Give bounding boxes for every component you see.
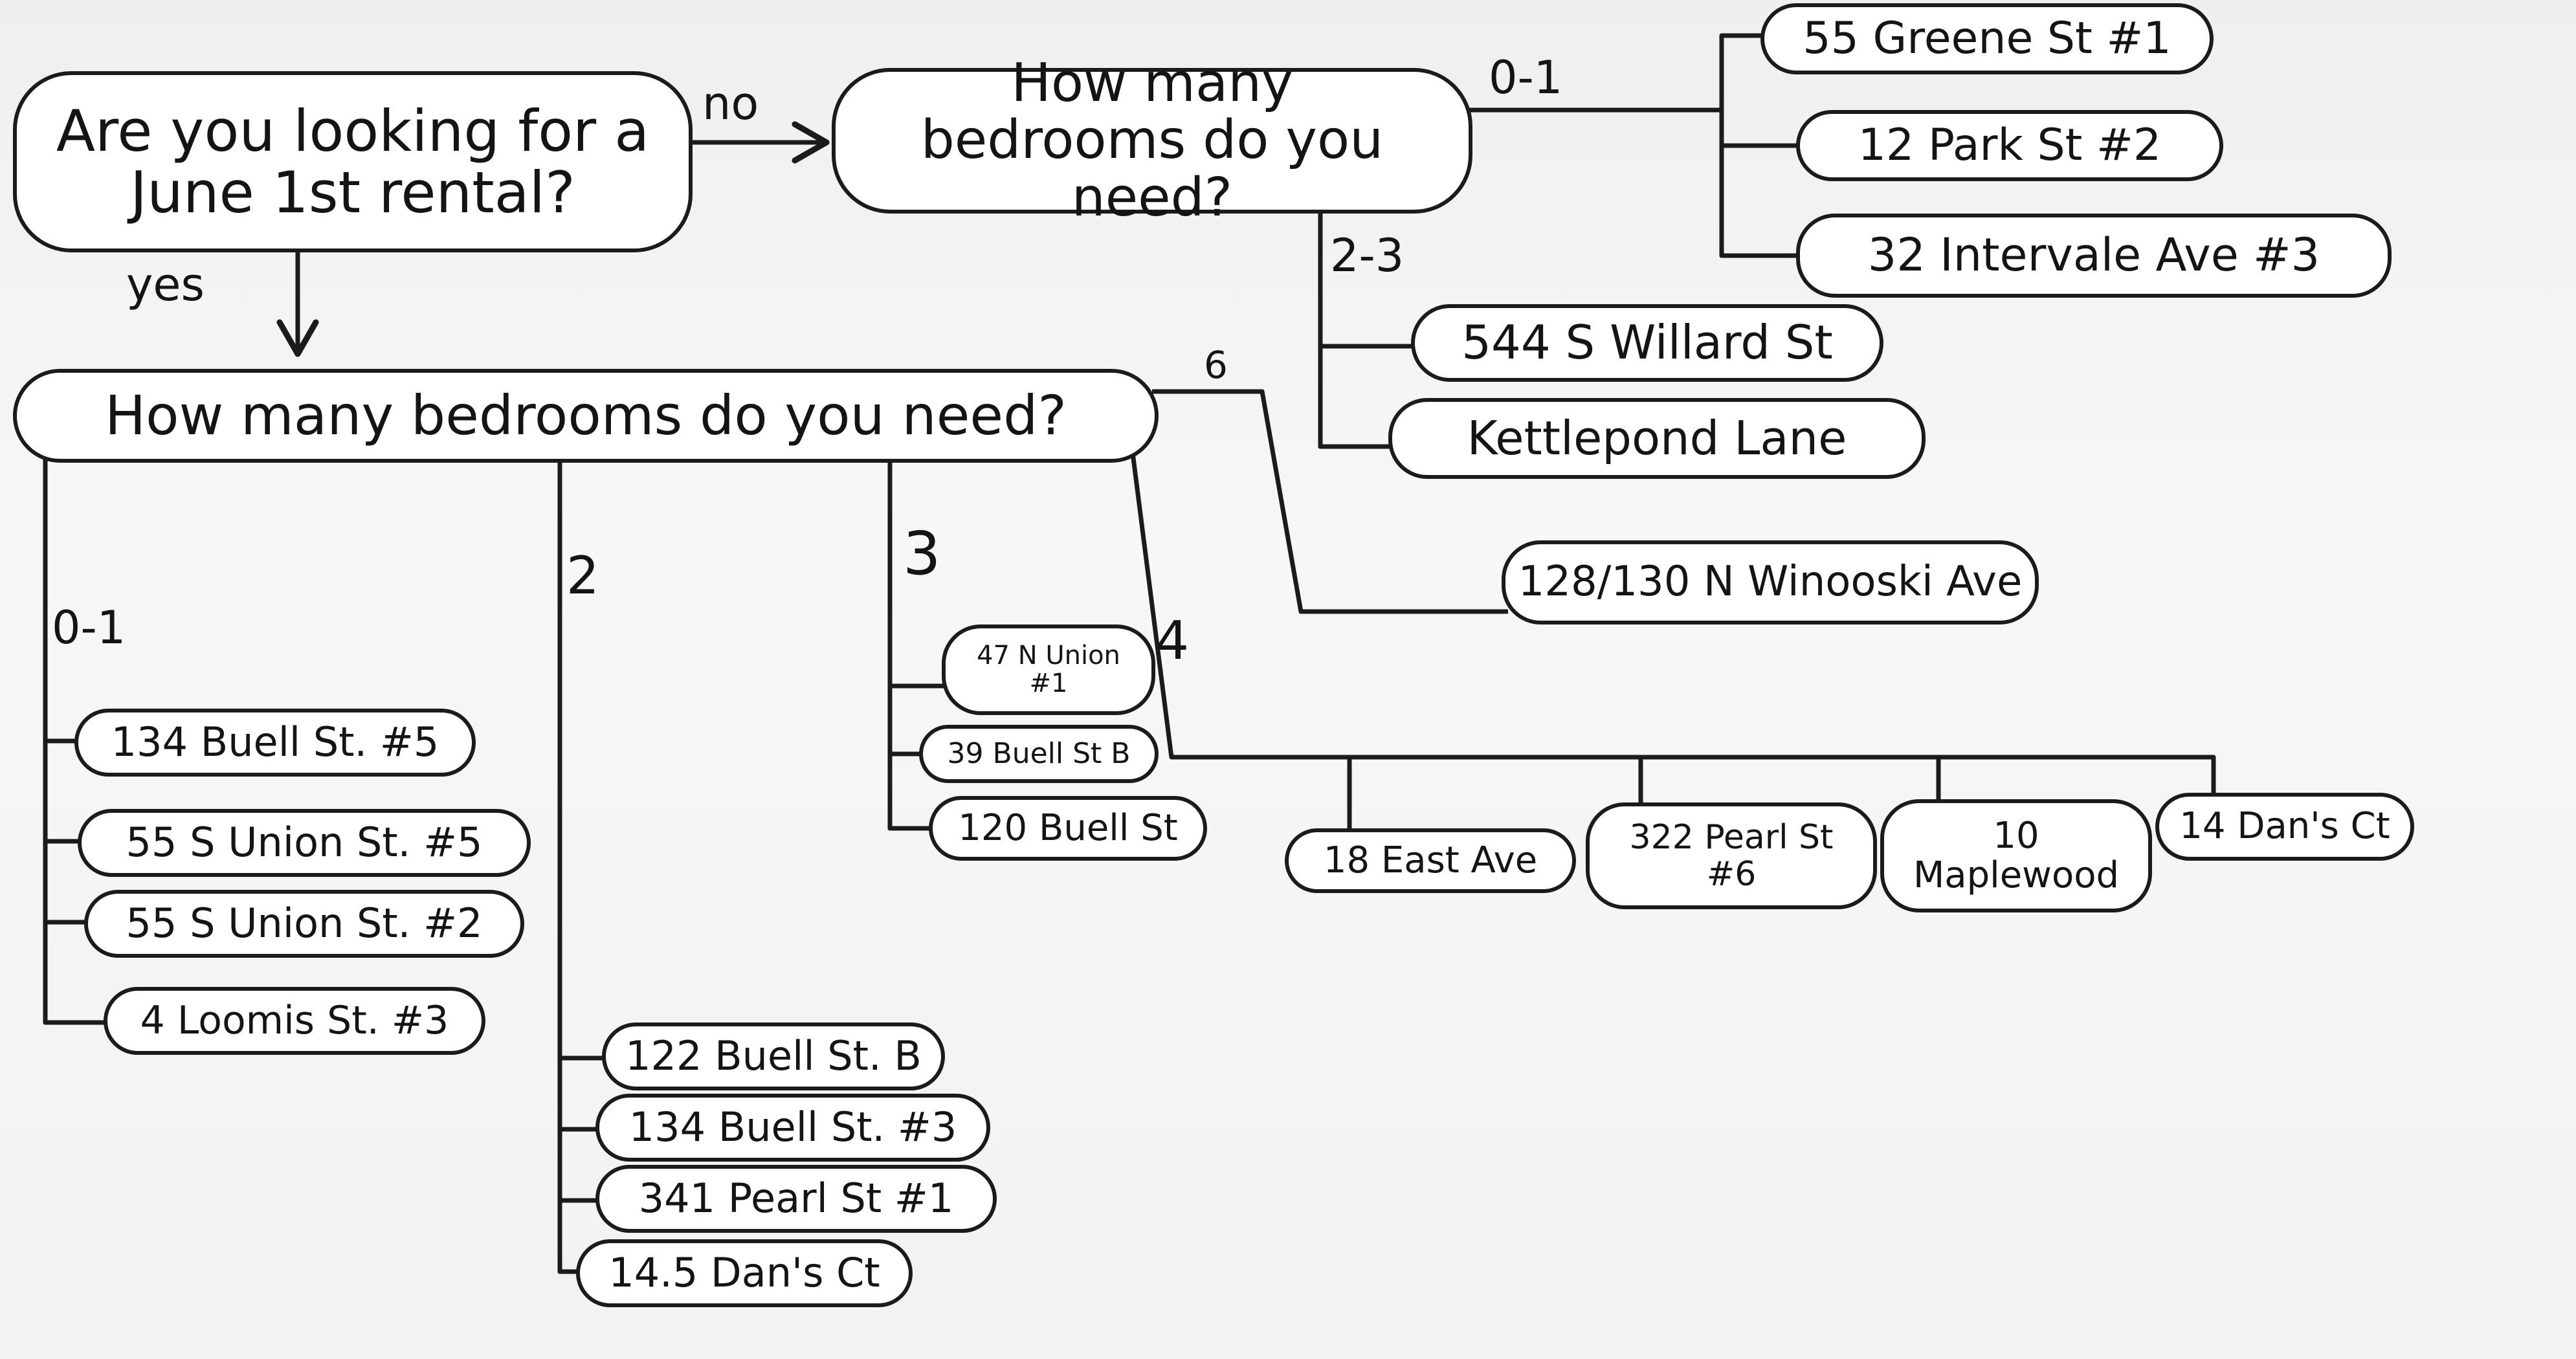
listing-kettlepond-lane-text: Kettlepond Lane [1467,410,1847,465]
listing-14-dans-ct: 14 Dan's Ct [2155,793,2414,861]
edge-label-no-23: 2-3 [1330,229,1405,282]
listing-341-pearl-st-1: 341 Pearl St #1 [595,1165,997,1233]
question-june-rental: Are you looking for a June 1st rental? [13,71,693,252]
question-june-rental-text: Are you looking for a June 1st rental? [56,97,650,226]
question-bedrooms-no-text: How many bedrooms do you need? [920,52,1384,228]
listing-122-buell-st-b-text: 122 Buell St. B [625,1032,922,1080]
edge-label-yes-4: 4 [1155,610,1190,672]
edge-label-yes: yes [126,258,205,311]
listing-120-buell-st: 120 Buell St [929,796,1207,861]
question-bedrooms-no: How many bedrooms do you need? [832,54,1472,226]
edge-label-yes-2: 2 [566,546,599,606]
edge-label-yes-6: 6 [1204,343,1228,387]
question-bedrooms-yes: How many bedrooms do you need? [13,369,1159,463]
listing-544-s-willard-st: 544 S Willard St [1411,304,1883,382]
listing-kettlepond-lane: Kettlepond Lane [1388,398,1926,479]
edge-yes-4-trunk [1130,452,2214,760]
listing-128-130-n-winooski-ave-text: 128/130 N Winooski Ave [1518,558,2023,606]
listing-47-n-union-1-text: 47 N Union #1 [977,640,1120,698]
listing-12-park-st: 12 Park St #2 [1796,110,2223,181]
edge-label-yes-01: 0-1 [52,601,126,654]
listing-55-s-union-st-2-text: 55 S Union St. #2 [126,900,483,947]
listing-14-dans-ct-text: 14 Dan's Ct [2179,805,2390,848]
listing-55-s-union-st-5: 55 S Union St. #5 [78,809,531,877]
listing-47-n-union-1: 47 N Union #1 [942,624,1155,715]
listing-134-buell-st-3-text: 134 Buell St. #3 [628,1103,957,1151]
listing-322-pearl-st-6-text: 322 Pearl St #6 [1629,818,1834,894]
listing-10-maplewood-text: 10 Maplewood [1913,815,2120,896]
listing-14-5-dans-ct: 14.5 Dan's Ct [576,1239,913,1307]
listing-544-s-willard-st-text: 544 S Willard St [1461,315,1833,370]
listing-55-s-union-st-2: 55 S Union St. #2 [84,890,524,958]
listing-18-east-ave: 18 East Ave [1285,828,1576,893]
listing-134-buell-st-5: 134 Buell St. #5 [74,709,476,777]
listing-55-s-union-st-5-text: 55 S Union St. #5 [126,819,483,867]
listing-32-intervale-ave-text: 32 Intervale Ave #3 [1867,228,2320,282]
edge-yes-6 [1152,389,1508,614]
edge-label-yes-3: 3 [903,519,941,588]
edge-label-no: no [702,77,759,130]
listing-134-buell-st-3: 134 Buell St. #3 [595,1094,990,1162]
listing-55-greene-st: 55 Greene St #1 [1760,3,2214,74]
listing-55-greene-st-text: 55 Greene St #1 [1803,13,2171,65]
listing-39-buell-st-b-text: 39 Buell St B [947,737,1131,771]
listing-18-east-ave-text: 18 East Ave [1323,839,1538,881]
listing-32-intervale-ave: 32 Intervale Ave #3 [1796,214,2392,298]
listing-120-buell-st-text: 120 Buell St [958,806,1178,849]
edge-label-no-01: 0-1 [1489,51,1563,104]
listing-12-park-st-text: 12 Park St #2 [1858,120,2162,171]
listing-39-buell-st-b: 39 Buell St B [919,725,1159,783]
listing-14-5-dans-ct-text: 14.5 Dan's Ct [608,1249,880,1297]
listing-128-130-n-winooski-ave: 128/130 N Winooski Ave [1502,540,2039,624]
listing-4-loomis-st-3-text: 4 Loomis St. #3 [140,998,449,1044]
listing-10-maplewood: 10 Maplewood [1880,799,2152,912]
listing-341-pearl-st-1-text: 341 Pearl St #1 [638,1175,954,1222]
listing-134-buell-st-5-text: 134 Buell St. #5 [111,718,439,766]
listing-322-pearl-st-6: 322 Pearl St #6 [1586,802,1877,909]
listing-122-buell-st-b: 122 Buell St. B [602,1022,945,1090]
listing-4-loomis-st-3: 4 Loomis St. #3 [104,987,485,1055]
question-bedrooms-yes-text: How many bedrooms do you need? [105,384,1067,448]
